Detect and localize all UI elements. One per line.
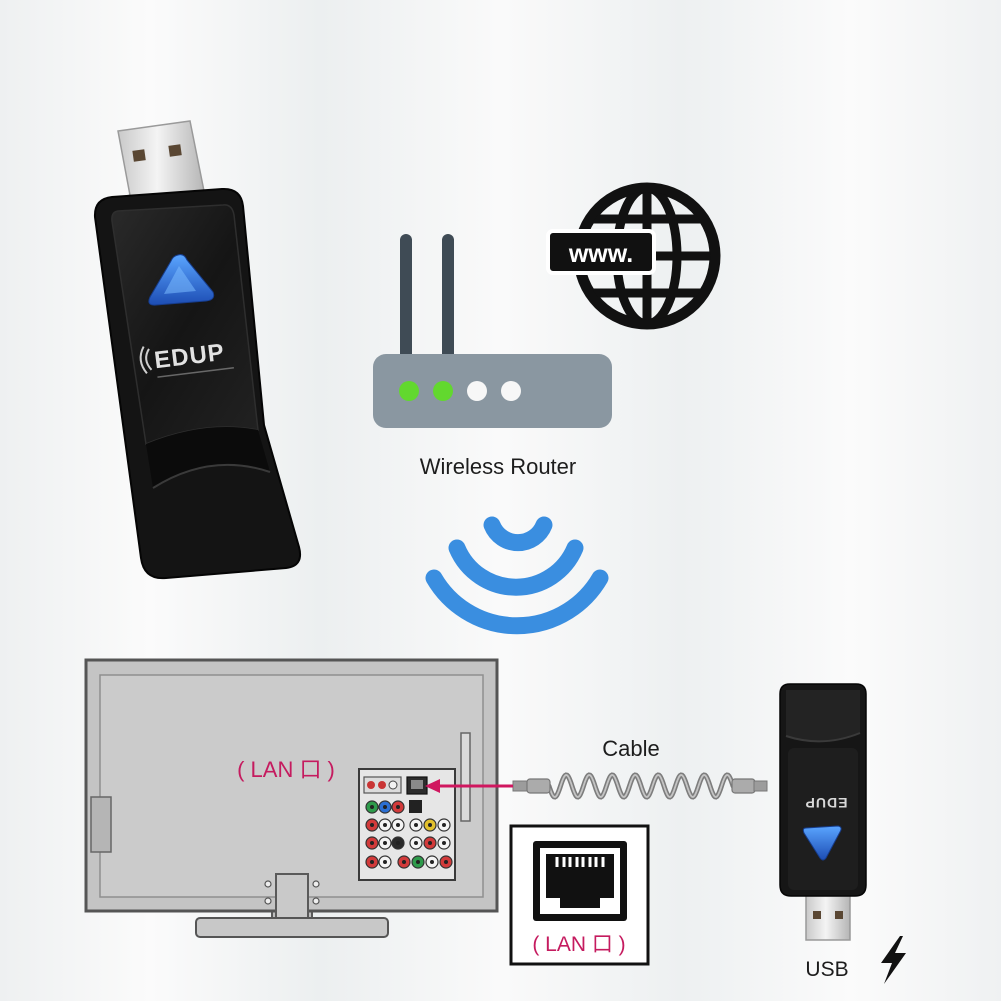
rca-port — [388, 780, 398, 790]
rca-port — [378, 781, 386, 789]
usb-connector — [805, 891, 851, 941]
av-port-hole — [383, 860, 387, 864]
signal-arc-medium — [448, 539, 584, 596]
service-port — [409, 800, 422, 813]
tv-stand-mount — [275, 873, 309, 921]
dongle-ridge — [785, 732, 861, 743]
lan-port-callout: ( LAN 口 ) — [509, 824, 650, 966]
router-antenna — [442, 234, 454, 364]
logo-arc — [139, 346, 148, 375]
router-antenna — [400, 234, 412, 364]
av-port-hole — [414, 823, 418, 827]
signal-arc-small — [483, 516, 553, 552]
cable-label: Cable — [602, 736, 659, 761]
usb-connector-hole — [132, 149, 146, 162]
av-port-hole — [414, 841, 418, 845]
usb-dongle-small: EDUP — [779, 683, 867, 941]
av-port-hole — [370, 823, 374, 827]
cable-coil-highlight — [548, 774, 734, 798]
connection-arrow — [425, 779, 513, 793]
av-port-hole — [396, 805, 400, 809]
tv-ports-panel — [358, 768, 456, 881]
tv-right-rail — [460, 732, 471, 822]
tv-lan-port-opening — [411, 780, 423, 789]
router-led — [467, 381, 487, 401]
av-port-hole — [442, 841, 446, 845]
www-badge — [546, 229, 656, 275]
port-pins — [555, 857, 605, 867]
av-port-hole — [428, 823, 432, 827]
stand-screw — [264, 880, 272, 888]
av-port-hole — [444, 860, 448, 864]
usb-dongle-large: EDUP — [93, 120, 302, 580]
wifi-signal-icon — [425, 516, 609, 635]
www-badge-text: www. — [568, 240, 633, 268]
cable-plug-tip — [512, 780, 529, 792]
av-port-hole — [383, 823, 387, 827]
router-led — [433, 381, 453, 401]
callout-lan-label: ( LAN 口 ) — [532, 933, 625, 956]
av-port-hole — [370, 805, 374, 809]
tv-back: ( LAN 口 ) — [84, 658, 499, 938]
logo-arc — [145, 348, 153, 371]
cable-plug — [526, 778, 551, 794]
usb-label: USB — [805, 958, 848, 981]
cable-plug — [731, 778, 756, 794]
av-port-hole — [396, 841, 400, 845]
rca-port — [367, 781, 375, 789]
av-port-hole — [430, 860, 434, 864]
globe-icon: www. — [546, 182, 721, 330]
dongle-ridge — [146, 427, 270, 488]
port-socket — [546, 854, 614, 908]
ethernet-cable — [512, 772, 768, 800]
usb-connector-hole — [168, 144, 182, 157]
tv-lan-port-label: ( LAN 口 ) — [237, 757, 335, 782]
signal-arc-large — [425, 569, 609, 635]
tv-left-handle — [90, 796, 112, 853]
av-port-hole — [383, 841, 387, 845]
stand-screw — [264, 897, 272, 905]
av-port-hole — [428, 841, 432, 845]
stand-screw — [312, 880, 320, 888]
arrow-head — [425, 779, 440, 793]
av-port-hole — [370, 841, 374, 845]
dongle-blue-logo-highlight — [164, 266, 196, 294]
usb-connector-hole — [813, 911, 821, 919]
ethernet-port-icon — [533, 841, 627, 921]
dongle-blue-logo — [802, 825, 842, 861]
av-port-hole — [383, 805, 387, 809]
router-led — [399, 381, 419, 401]
dongle-cap — [786, 690, 860, 742]
dongle-logo-text: EDUP — [805, 795, 848, 811]
router-led — [501, 381, 521, 401]
tv-stand-base — [195, 917, 389, 938]
av-port-hole — [370, 860, 374, 864]
usb-connector-hole — [835, 911, 843, 919]
router-label: Wireless Router — [420, 454, 576, 479]
router-body — [373, 354, 612, 428]
av-port-hole — [402, 860, 406, 864]
av-port-hole — [396, 823, 400, 827]
stand-screw — [312, 897, 320, 905]
logo-tagline-mark — [157, 367, 234, 378]
router-icon — [373, 234, 612, 428]
cable-plug-tip — [753, 780, 768, 792]
dongle-ridge-highlight — [152, 463, 271, 489]
lightning-bolt-icon — [881, 936, 906, 984]
av-port-hole — [416, 860, 420, 864]
av-port-hole — [442, 823, 446, 827]
dongle-face — [788, 748, 858, 890]
